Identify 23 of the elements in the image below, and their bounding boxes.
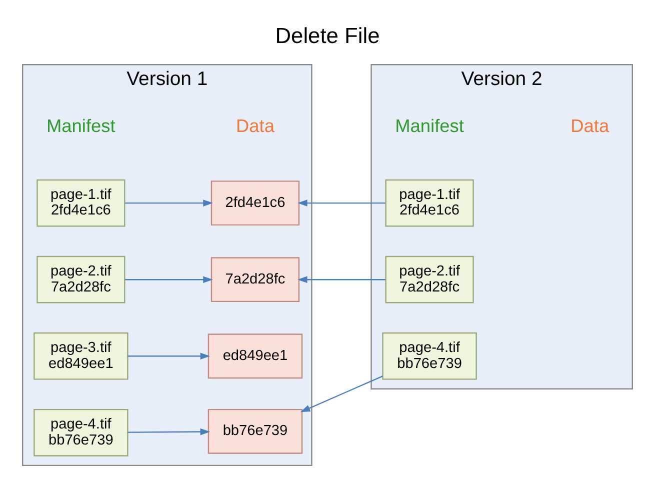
node-box: page-4.tif bb76e739 <box>34 408 128 456</box>
label: Manifest <box>46 116 116 136</box>
arrow <box>298 276 386 283</box>
node-box: page-4.tif bb76e739 <box>382 332 477 380</box>
arrow <box>128 428 210 436</box>
label: Manifest <box>395 116 464 136</box>
node-box: 7a2d28fc <box>210 257 300 302</box>
arrow <box>298 200 386 206</box>
node-box: page-2.tif 7a2d28fc <box>36 256 126 304</box>
diagram-title: Delete File <box>275 23 380 48</box>
arrow <box>125 276 213 283</box>
arrow <box>128 352 210 360</box>
node-box: 2fd4e1c6 <box>210 180 300 226</box>
label: Data <box>236 116 274 136</box>
arrow <box>125 200 213 206</box>
node-box: ed849ee1 <box>208 334 303 379</box>
node-box: page-2.tif 7a2d28fc <box>385 256 474 304</box>
node-box: page-3.tif ed849ee1 <box>34 332 128 380</box>
node-box: page-1.tif 2fd4e1c6 <box>36 179 126 227</box>
arrow <box>300 376 383 412</box>
node-box: page-1.tif 2fd4e1c6 <box>385 179 474 227</box>
node-box: bb76e739 <box>208 408 303 454</box>
label: Data <box>570 116 610 136</box>
